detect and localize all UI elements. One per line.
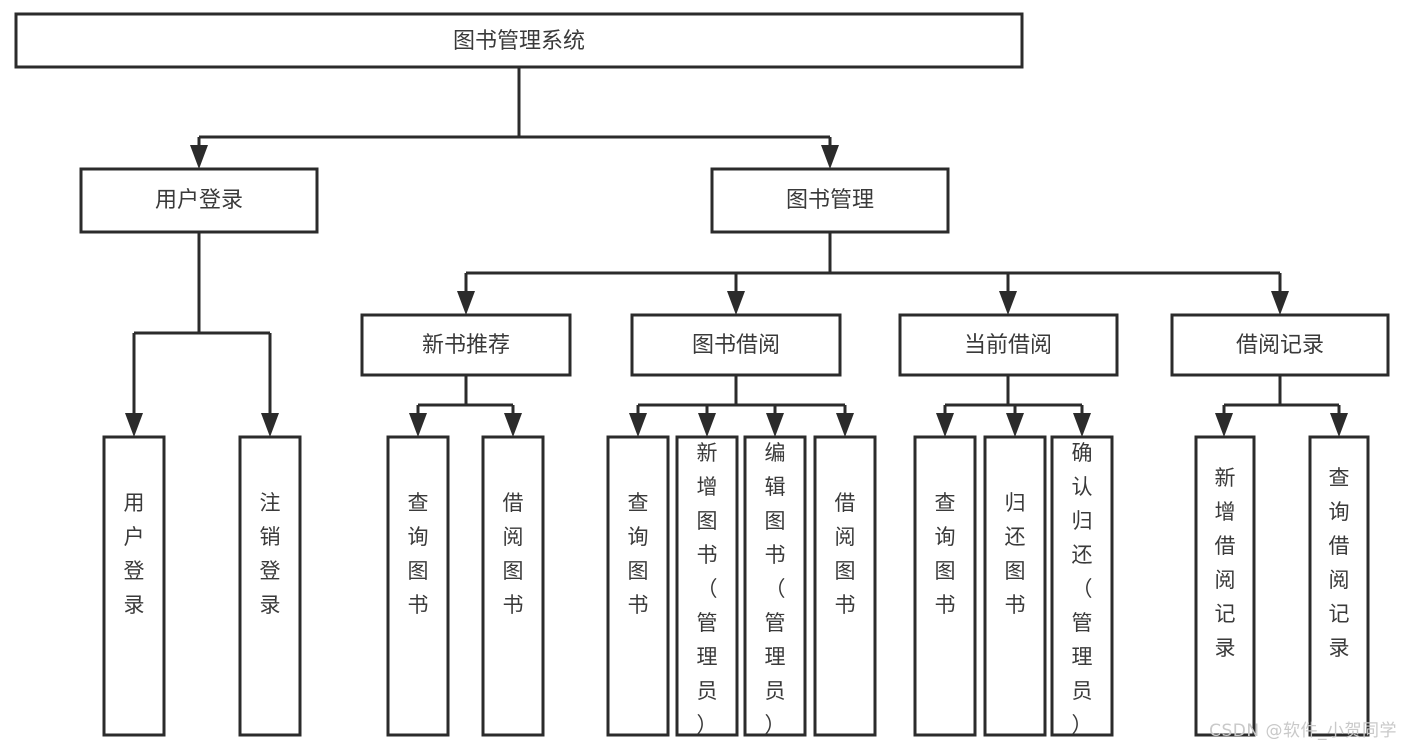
leaf-box-book-borrow-2[interactable] (743, 435, 807, 737)
leaf-box-book-borrow-0[interactable] (606, 435, 670, 737)
arrowhead-leaf-current-borrow-2 (1073, 413, 1091, 437)
leaf-label-user-login-0: 用户登录 (124, 491, 145, 617)
node-box-current-borrow[interactable] (898, 313, 1119, 377)
arrowhead-leaf-current-borrow-1 (1006, 413, 1024, 437)
arrowhead-book-manage (821, 145, 839, 169)
leaf-box-current-borrow-2[interactable] (1050, 435, 1114, 737)
leaf-box-user-login-0[interactable] (102, 435, 166, 737)
node-box-borrow-record[interactable] (1170, 313, 1390, 377)
arrowhead-leaf-book-borrow-2 (766, 413, 784, 437)
leaf-current-borrow-2[interactable]: 确认归还（管理员） (1050, 435, 1114, 737)
arrowhead-leaf-user-login-1 (261, 413, 279, 437)
leaf-label-current-borrow-1: 归还图书 (1005, 491, 1026, 617)
leaf-label-current-borrow-2: 确认归还（管理员） (1072, 441, 1093, 737)
arrowhead-leaf-book-borrow-3 (836, 413, 854, 437)
leaf-current-borrow-0[interactable]: 查询图书 (913, 435, 977, 737)
arrowhead-leaf-borrow-record-1 (1330, 413, 1348, 437)
node-label-new-book-recommend: 新书推荐 (422, 333, 510, 358)
leaf-box-new-book-0[interactable] (386, 435, 450, 737)
node-label-root: 图书管理系统 (453, 29, 585, 54)
leaf-box-borrow-record-0[interactable] (1194, 435, 1256, 737)
edges-layer (125, 67, 1348, 437)
leaf-box-borrow-record-1[interactable] (1308, 435, 1370, 737)
arrowhead-user-login (190, 145, 208, 169)
node-label-borrow-record: 借阅记录 (1236, 333, 1324, 358)
node-box-book-borrow[interactable] (630, 313, 842, 377)
node-label-book-borrow: 图书借阅 (692, 333, 780, 358)
leaf-user-login-0[interactable]: 用户登录 (102, 435, 166, 737)
leaf-label-borrow-record-1: 查询借阅记录 (1329, 466, 1350, 660)
node-box-new-book-recommend[interactable] (360, 313, 572, 377)
leaf-box-current-borrow-1[interactable] (983, 435, 1047, 737)
node-book-management[interactable]: 图书管理 (710, 167, 950, 234)
leaf-book-borrow-0[interactable]: 查询图书 (606, 435, 670, 737)
node-label-user-login: 用户登录 (155, 188, 243, 213)
leaf-new-book-recommend-0[interactable]: 查询图书 (386, 435, 450, 737)
nodes-layer: 图书管理系统 用户登录 图书管理 新书推荐 图书借阅 当前 (14, 12, 1390, 737)
leaf-label-new-book-1: 借阅图书 (503, 491, 524, 617)
leaf-box-user-login-1[interactable] (238, 435, 302, 737)
arrowhead-new-book (457, 291, 475, 315)
leaf-label-user-login-1: 注销登录 (260, 491, 281, 617)
node-borrow-record[interactable]: 借阅记录 (1170, 313, 1390, 377)
node-user-login[interactable]: 用户登录 (79, 167, 319, 234)
leaf-box-new-book-1[interactable] (481, 435, 545, 737)
arrowhead-leaf-new-book-1 (504, 413, 522, 437)
arrowhead-leaf-book-borrow-1 (698, 413, 716, 437)
leaf-box-book-borrow-3[interactable] (813, 435, 877, 737)
node-label-book-management: 图书管理 (786, 188, 874, 213)
leaf-box-current-borrow-0[interactable] (913, 435, 977, 737)
arrowhead-leaf-borrow-record-0 (1215, 413, 1233, 437)
node-current-borrow[interactable]: 当前借阅 (898, 313, 1119, 377)
leaf-label-current-borrow-0: 查询图书 (935, 491, 956, 617)
leaf-label-book-borrow-3: 借阅图书 (835, 491, 856, 617)
leaf-label-new-book-0: 查询图书 (408, 491, 429, 617)
arrowhead-leaf-new-book-0 (409, 413, 427, 437)
node-box-book-management[interactable] (710, 167, 950, 234)
arrowhead-borrow-record (1271, 291, 1289, 315)
leaf-label-book-borrow-0: 查询图书 (628, 491, 649, 617)
leaf-new-book-recommend-1[interactable]: 借阅图书 (481, 435, 545, 737)
node-new-book-recommend[interactable]: 新书推荐 (360, 313, 572, 377)
arrowhead-leaf-current-borrow-0 (936, 413, 954, 437)
leaf-current-borrow-1[interactable]: 归还图书 (983, 435, 1047, 737)
leaf-book-borrow-1[interactable]: 新增图书（管理员） (675, 435, 739, 737)
arrowhead-book-borrow (727, 291, 745, 315)
arrowhead-leaf-book-borrow-0 (629, 413, 647, 437)
node-box-user-login[interactable] (79, 167, 319, 234)
arrowhead-current-borrow (999, 291, 1017, 315)
node-root-book-management-system[interactable]: 图书管理系统 (14, 12, 1024, 69)
node-label-current-borrow: 当前借阅 (964, 333, 1052, 358)
leaf-book-borrow-3[interactable]: 借阅图书 (813, 435, 877, 737)
node-box-root[interactable] (14, 12, 1024, 69)
leaf-borrow-record-1[interactable]: 查询借阅记录 (1308, 435, 1370, 737)
arrowhead-leaf-user-login-0 (125, 413, 143, 437)
node-book-borrow[interactable]: 图书借阅 (630, 313, 842, 377)
leaf-user-login-1[interactable]: 注销登录 (238, 435, 302, 737)
leaf-borrow-record-0[interactable]: 新增借阅记录 (1194, 435, 1256, 737)
leaf-label-book-borrow-2: 编辑图书（管理员） (765, 441, 786, 737)
leaf-label-borrow-record-0: 新增借阅记录 (1215, 466, 1236, 660)
leaf-label-book-borrow-1: 新增图书（管理员） (697, 441, 718, 737)
leaf-box-book-borrow-1[interactable] (675, 435, 739, 737)
leaf-book-borrow-2[interactable]: 编辑图书（管理员） (743, 435, 807, 737)
